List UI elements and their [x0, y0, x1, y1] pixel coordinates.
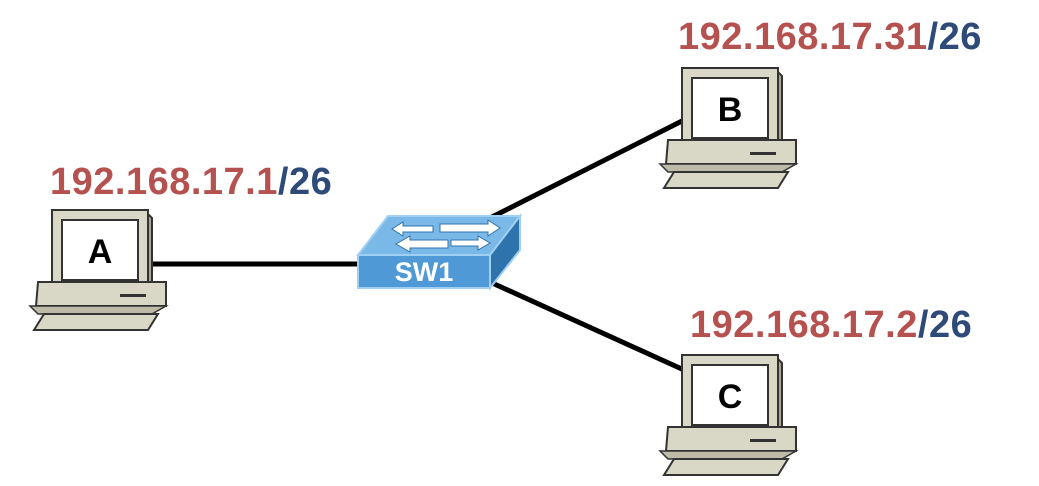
pc-label: B	[718, 91, 743, 129]
address-label-b: 192.168.17.31/26	[678, 18, 982, 56]
subnet-mask: /26	[277, 161, 333, 203]
subnet-mask: /26	[927, 16, 982, 58]
link-sw1-c	[488, 279, 686, 373]
ip-address: 192.168.17.2	[690, 304, 918, 346]
address-label-a: 192.168.17.1/26	[50, 163, 332, 201]
computer-icon	[658, 67, 799, 189]
switch-icon	[355, 213, 523, 291]
pc-b: B	[658, 67, 799, 189]
switch-sw1: SW1	[355, 213, 523, 291]
computer-icon	[658, 354, 799, 476]
subnet-mask: /26	[917, 304, 973, 346]
ip-address: 192.168.17.1	[50, 161, 278, 203]
pc-c: C	[658, 354, 799, 476]
link-sw1-b	[488, 117, 686, 221]
pc-a: A	[28, 209, 169, 331]
pc-label: A	[88, 233, 113, 271]
switch-label: SW1	[395, 257, 454, 287]
switch-arrows-icon	[391, 219, 501, 253]
ip-address: 192.168.17.31	[678, 16, 928, 58]
computer-icon	[28, 209, 169, 331]
pc-label: C	[718, 378, 743, 416]
address-label-c: 192.168.17.2/26	[690, 306, 972, 344]
